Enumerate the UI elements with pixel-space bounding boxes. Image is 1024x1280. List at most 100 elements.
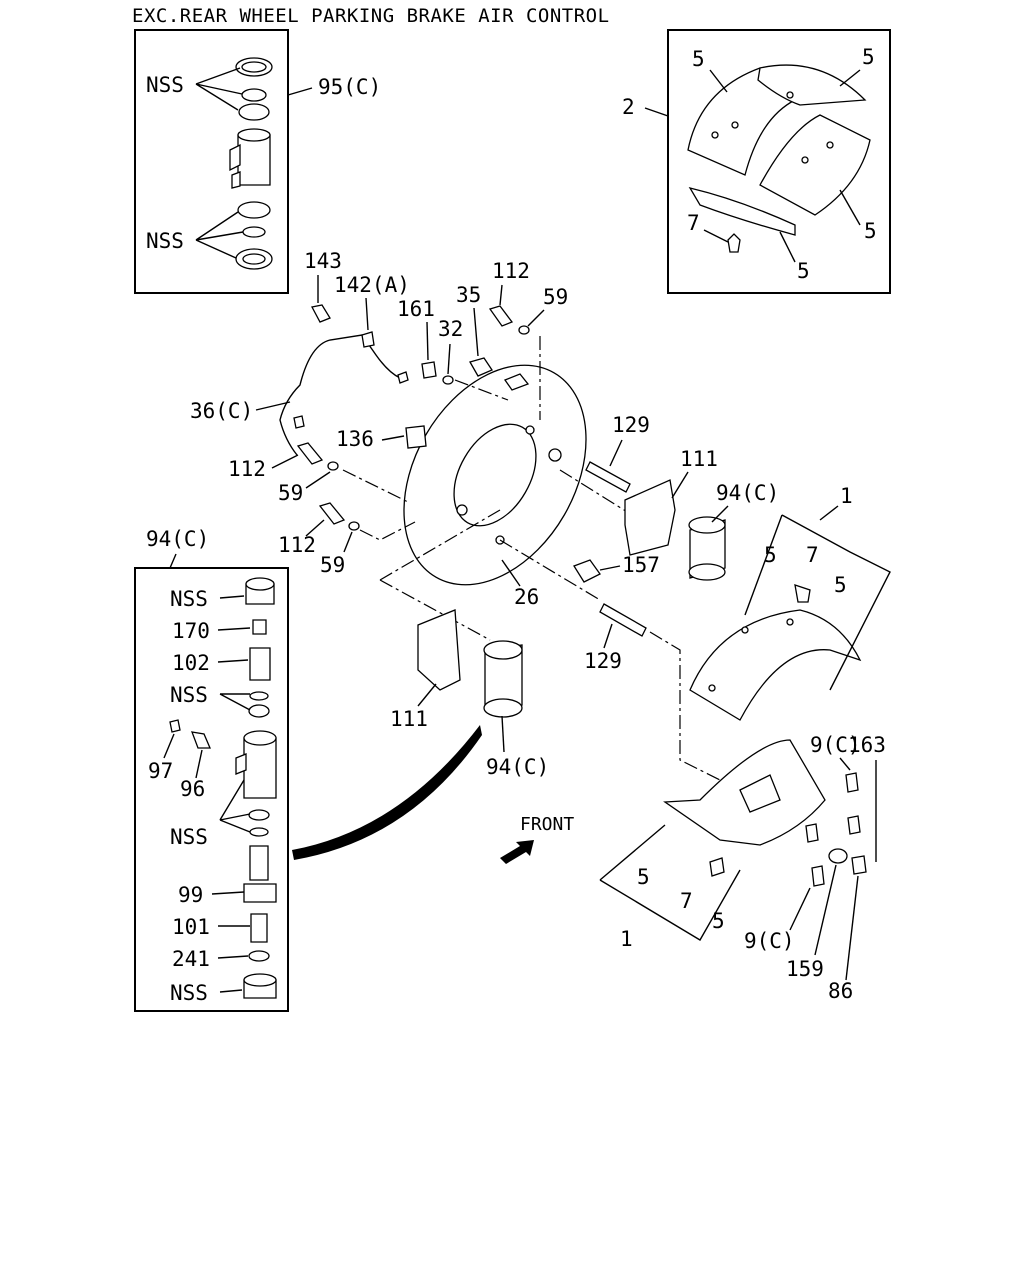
nut-161 [421, 361, 437, 379]
cylinder-94c-left-bottom [483, 698, 523, 718]
leader-seal-kit-ref [287, 87, 313, 96]
kit-part-97 [169, 719, 181, 733]
leader-wheel-cyl-kit-header [169, 553, 177, 569]
label-bolt-143: 143 [304, 249, 342, 273]
label-spring-9c-bottom: 9(C) [744, 929, 795, 953]
cylinder-94c-right-bottom [688, 563, 726, 581]
kit-part-102 [249, 647, 271, 681]
label-pin-7-b: 7 [806, 543, 819, 567]
kit-part-96 [190, 731, 211, 749]
seal-kit-cylinder [237, 134, 271, 186]
leader-kit-96 [195, 749, 203, 779]
bolt-157 [573, 559, 601, 583]
leader-shoe-5-d [779, 231, 796, 263]
shoe-rivet [741, 626, 749, 634]
shoe-rivet [708, 684, 716, 692]
leader-bolt-112-top [499, 284, 503, 306]
kit-link-arrow [292, 725, 482, 860]
centerline [499, 539, 601, 601]
stud-129-top [585, 461, 631, 493]
label-bolt-157: 157 [622, 553, 660, 577]
seal-ring-bottom-b [242, 226, 266, 238]
label-cap-136: 136 [336, 427, 374, 451]
label-shoe-5-f: 5 [834, 573, 847, 597]
label-spring-9c-top: 9(C) [810, 733, 861, 757]
kit-cup-2-top [243, 973, 277, 987]
leader-seal-nss-bottom [195, 211, 244, 259]
label-plate-111-right: 111 [680, 447, 718, 471]
shoe-lining-upper-right [757, 64, 867, 106]
backing-plate-assembly [279, 304, 741, 791]
plate-hole [525, 425, 535, 435]
seal-ring-mid [241, 88, 267, 102]
seal-kit-frame [134, 29, 289, 294]
label-shoe-5-b: 5 [862, 45, 875, 69]
leader-pipe-36c [255, 401, 291, 411]
leader-seal-nss-top [195, 67, 243, 111]
washer-32 [442, 375, 454, 385]
label-cyl-94c-left: 94(C) [486, 755, 549, 779]
front-arrow-icon [500, 840, 534, 864]
label-kit-96: 96 [180, 777, 205, 801]
label-seal-kit-ref: 95(C) [318, 75, 381, 99]
kit-part-101 [250, 913, 268, 943]
shoe-rivet [826, 141, 834, 149]
shoe-rivet [711, 131, 719, 139]
plug-35 [469, 357, 493, 377]
shoe-set-frame [667, 29, 891, 294]
label-seal-nss-top: NSS [146, 73, 184, 97]
leader-shoe-5-a [709, 69, 728, 93]
kit-seal-d [249, 827, 269, 837]
kit-seal-b [248, 704, 270, 718]
leader-kit-nss-3 [219, 779, 251, 833]
leader-spring-9c-top [839, 757, 851, 771]
label-kit-nss-1: NSS [170, 587, 208, 611]
label-clip-59-low: 59 [320, 553, 345, 577]
label-stud-129-low: 129 [584, 649, 622, 673]
kit-seal-c [248, 809, 270, 821]
label-nut-161: 161 [397, 297, 435, 321]
leader-shoe-1-top [819, 505, 839, 521]
label-bolt-112-low: 112 [278, 533, 316, 557]
leader-stud-129-top [609, 439, 623, 467]
label-clip-59-top: 59 [543, 285, 568, 309]
label-pin-163: 163 [848, 733, 886, 757]
diagram-title: EXC.REAR WHEEL PARKING BRAKE AIR CONTROL [132, 5, 610, 27]
leader-cyl-94c-right [711, 505, 729, 523]
clip-59-mid [327, 461, 339, 471]
backing-plate-hub [453, 423, 537, 527]
leader-clip-59-mid [305, 471, 331, 489]
label-front: FRONT [520, 814, 574, 835]
kit-cylinder-body [243, 737, 277, 799]
pipe-fitting [293, 415, 305, 429]
wheel-cylinder-kit-box: NSS 170 102 NSS 97 96 NSS 99 101 241 NSS [134, 567, 289, 1012]
label-kit-102: 102 [172, 651, 210, 675]
leader-shoe-set-ref [644, 107, 669, 117]
bolt-112-mid [296, 442, 324, 465]
label-bolt-112-top: 112 [492, 259, 530, 283]
leader-kit-170 [217, 627, 251, 631]
label-kit-nss-2: NSS [170, 683, 208, 707]
label-kit-241: 241 [172, 947, 210, 971]
kit-part-170 [252, 619, 267, 635]
shoe-web-lower [739, 774, 781, 813]
leader-plate-26 [501, 559, 521, 587]
leader-plate-111-right [671, 471, 689, 499]
leader-nut-161 [426, 321, 429, 361]
leader-cap-136 [381, 435, 405, 441]
label-seal-nss-bottom: NSS [146, 229, 184, 253]
shoe-set-box: 5 5 5 5 7 [667, 29, 891, 294]
kit-part-99-gear [243, 883, 277, 903]
leader-plug-35 [473, 307, 479, 357]
kit-cylinder-top [243, 730, 277, 746]
bolt-112-low [318, 502, 346, 525]
bracket-shoe-1-bottom [599, 824, 741, 941]
label-kit-170: 170 [172, 619, 210, 643]
shoe-lining-lower-left [688, 187, 796, 236]
bolt-112-top [488, 305, 514, 327]
leader-plate-111-left [417, 683, 437, 707]
label-pipe-142a: 142(A) [334, 273, 410, 297]
label-pin-7-c: 7 [680, 889, 693, 913]
label-shoe-1-top: 1 [840, 484, 853, 508]
